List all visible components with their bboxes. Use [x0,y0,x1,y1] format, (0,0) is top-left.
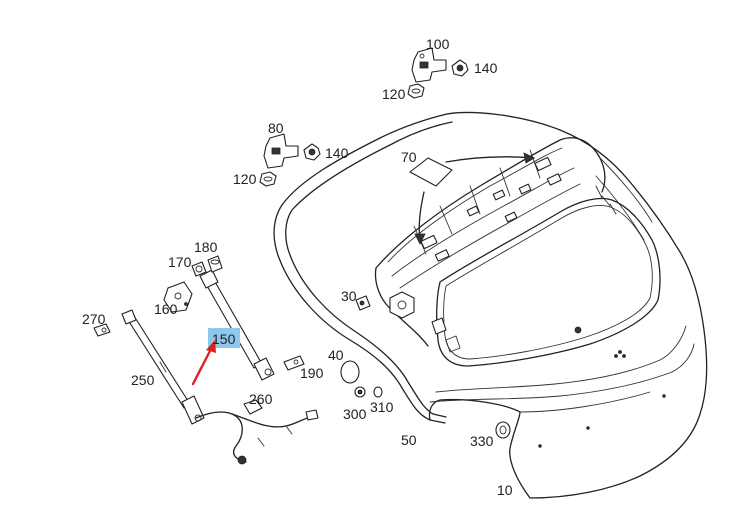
callout-270[interactable]: 270 [82,311,106,327]
callout-80[interactable]: 80 [268,120,284,136]
tailgate-seal[interactable] [273,113,453,424]
ball-stud-270[interactable] [93,323,111,337]
plug-330[interactable] [495,421,511,439]
callout-250[interactable]: 250 [131,372,155,388]
gas-strut-150[interactable] [199,269,275,381]
callout-140-upper[interactable]: 140 [474,60,498,76]
callout-260[interactable]: 260 [249,391,273,407]
callout-300[interactable]: 300 [343,406,367,422]
ball-stud-170[interactable] [191,261,207,277]
hinge-lower[interactable] [259,133,321,187]
callout-50[interactable]: 50 [401,432,417,448]
callout-140-lower[interactable]: 140 [325,145,349,161]
bumper-30[interactable] [355,295,371,311]
callout-120-lower[interactable]: 120 [233,171,257,187]
grommet-300[interactable] [354,386,366,398]
ball-stud-180[interactable] [207,255,223,273]
callout-180[interactable]: 180 [194,239,218,255]
callout-170[interactable]: 170 [168,254,192,270]
callout-10[interactable]: 10 [497,482,513,498]
ball-stud-190[interactable] [283,355,305,371]
gas-strut-250[interactable] [121,309,205,425]
callout-30[interactable]: 30 [341,288,357,304]
callout-40[interactable]: 40 [328,347,344,363]
tailgate-panel[interactable] [374,111,708,499]
callout-330[interactable]: 330 [470,433,494,449]
bracket-160[interactable] [163,281,193,313]
selected-part-arrow [191,340,216,386]
emblem-part-70[interactable] [409,152,535,245]
cap-40[interactable] [340,360,360,384]
callout-310[interactable]: 310 [370,399,394,415]
callout-70[interactable]: 70 [401,149,417,165]
wiring-harness-260[interactable] [195,399,319,465]
callout-100[interactable]: 100 [426,36,450,52]
callout-190[interactable]: 190 [300,365,324,381]
callout-150[interactable]: 150 [212,331,236,347]
grommet-310[interactable] [373,386,383,398]
selected-part-highlight [208,328,240,348]
hinge-upper[interactable] [407,47,469,99]
callout-160[interactable]: 160 [154,301,178,317]
callout-120-upper[interactable]: 120 [382,86,406,102]
